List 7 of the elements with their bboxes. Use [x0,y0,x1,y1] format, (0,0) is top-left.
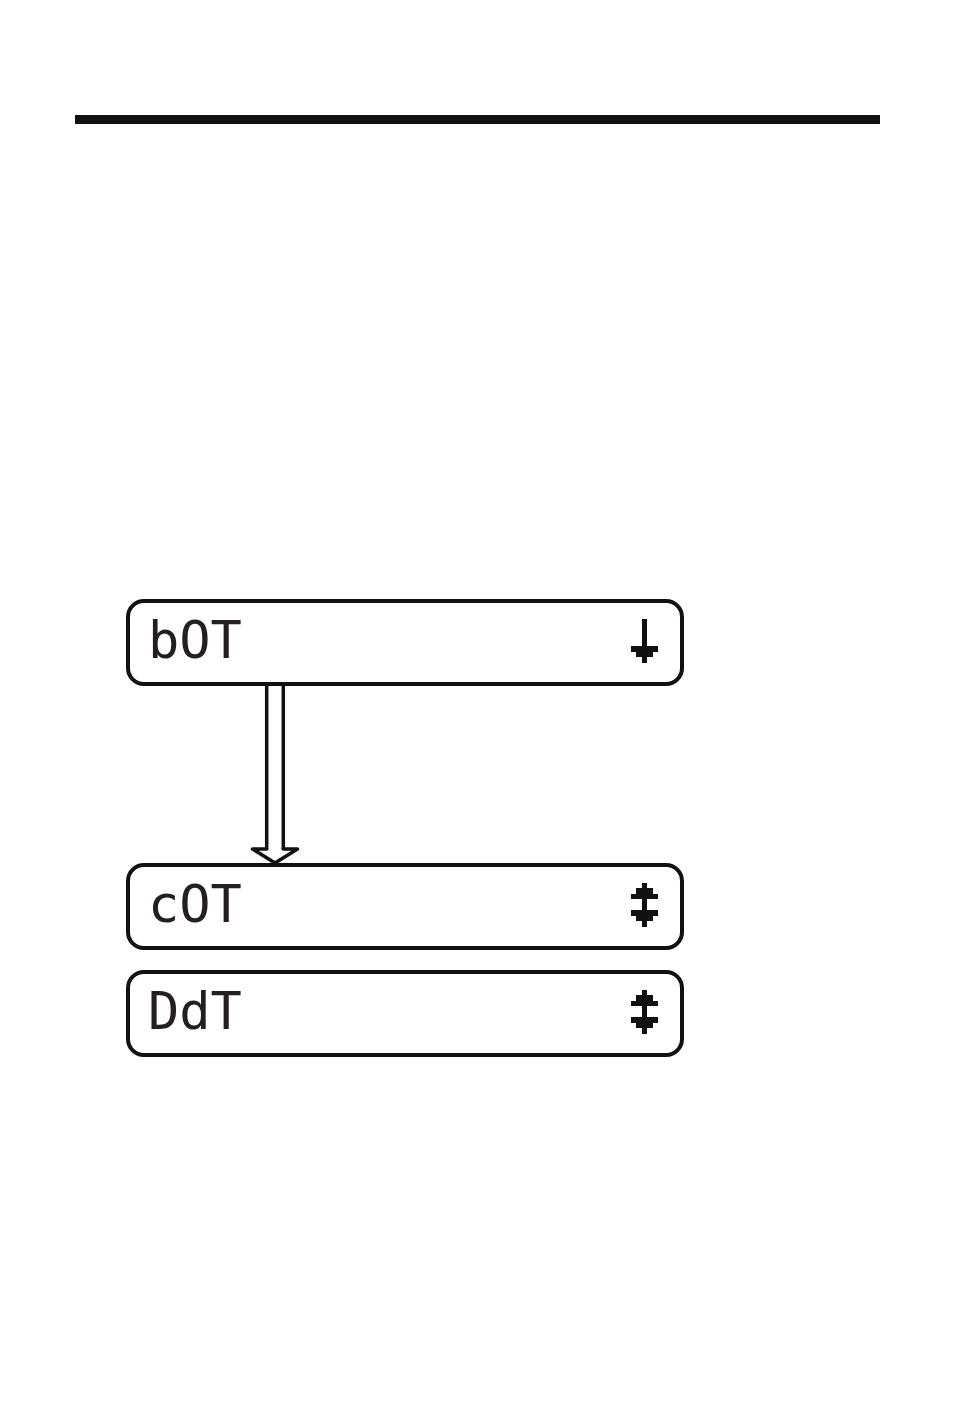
display-text: cOT [148,878,242,930]
display-panel [126,970,684,1057]
block-arrow [250,684,300,865]
display-text: bOT [148,614,242,666]
display-panel [126,863,684,950]
display-text: DdT [148,985,242,1037]
display-panel [126,599,684,686]
